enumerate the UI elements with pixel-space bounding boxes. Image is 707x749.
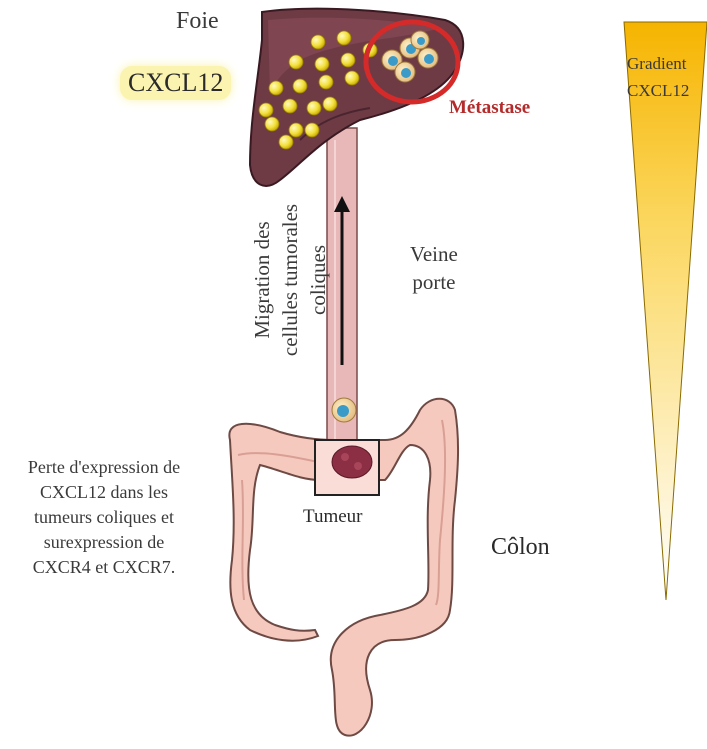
cxcl12-dot bbox=[319, 75, 333, 89]
cxcl12-dot bbox=[315, 57, 329, 71]
gradient-label-line1: Gradient bbox=[627, 50, 707, 77]
cxcl12-dot bbox=[341, 53, 355, 67]
note-line-4: surexpression de bbox=[10, 530, 198, 555]
colon-label: Côlon bbox=[491, 534, 550, 561]
circulating-tumor-cell bbox=[332, 398, 356, 422]
cxcl12-dot bbox=[265, 117, 279, 131]
portal-vein-label-line1: Veine bbox=[410, 240, 458, 268]
cxcl12-dot bbox=[289, 55, 303, 69]
cxcl12-dot bbox=[345, 71, 359, 85]
metastasis-label: Métastase bbox=[449, 97, 530, 119]
tumor-label: Tumeur bbox=[303, 506, 362, 528]
portal-vein-label: Veine porte bbox=[410, 240, 458, 296]
migration-label: Migration des cellules tumorales colique… bbox=[248, 204, 332, 356]
cxcl12-dot bbox=[311, 35, 325, 49]
gradient-label: Gradient CXCL12 bbox=[627, 50, 707, 104]
gradient-label-line2: CXCL12 bbox=[627, 77, 707, 104]
migration-label-line2: cellules tumorales bbox=[276, 204, 304, 356]
note-line-2: CXCL12 dans les bbox=[10, 480, 198, 505]
cxcl12-dot bbox=[293, 79, 307, 93]
cxcl12-dot bbox=[305, 123, 319, 137]
cxcl12-label: CXCL12 bbox=[120, 66, 231, 100]
cxcl12-dot bbox=[307, 101, 321, 115]
note-line-1: Perte d'expression de bbox=[10, 455, 198, 480]
cxcl12-dot bbox=[259, 103, 273, 117]
note-line-5: CXCR4 et CXCR7. bbox=[10, 555, 198, 580]
portal-vein-label-line2: porte bbox=[410, 268, 458, 296]
cxcl12-dot bbox=[279, 135, 293, 149]
note-line-3: tumeurs coliques et bbox=[10, 505, 198, 530]
cxcl12-dot bbox=[283, 99, 297, 113]
expression-note: Perte d'expression de CXCL12 dans les tu… bbox=[10, 455, 198, 580]
cxcl12-dot bbox=[289, 123, 303, 137]
cxcl12-gradient-cone bbox=[624, 22, 707, 600]
cxcl12-dot bbox=[269, 81, 283, 95]
migration-label-line3: coliques bbox=[304, 204, 332, 356]
migration-label-line1: Migration des bbox=[248, 204, 276, 356]
cxcl12-dot bbox=[337, 31, 351, 45]
cxcl12-dot bbox=[323, 97, 337, 111]
tumor bbox=[315, 440, 379, 495]
liver-label: Foie bbox=[176, 8, 219, 35]
